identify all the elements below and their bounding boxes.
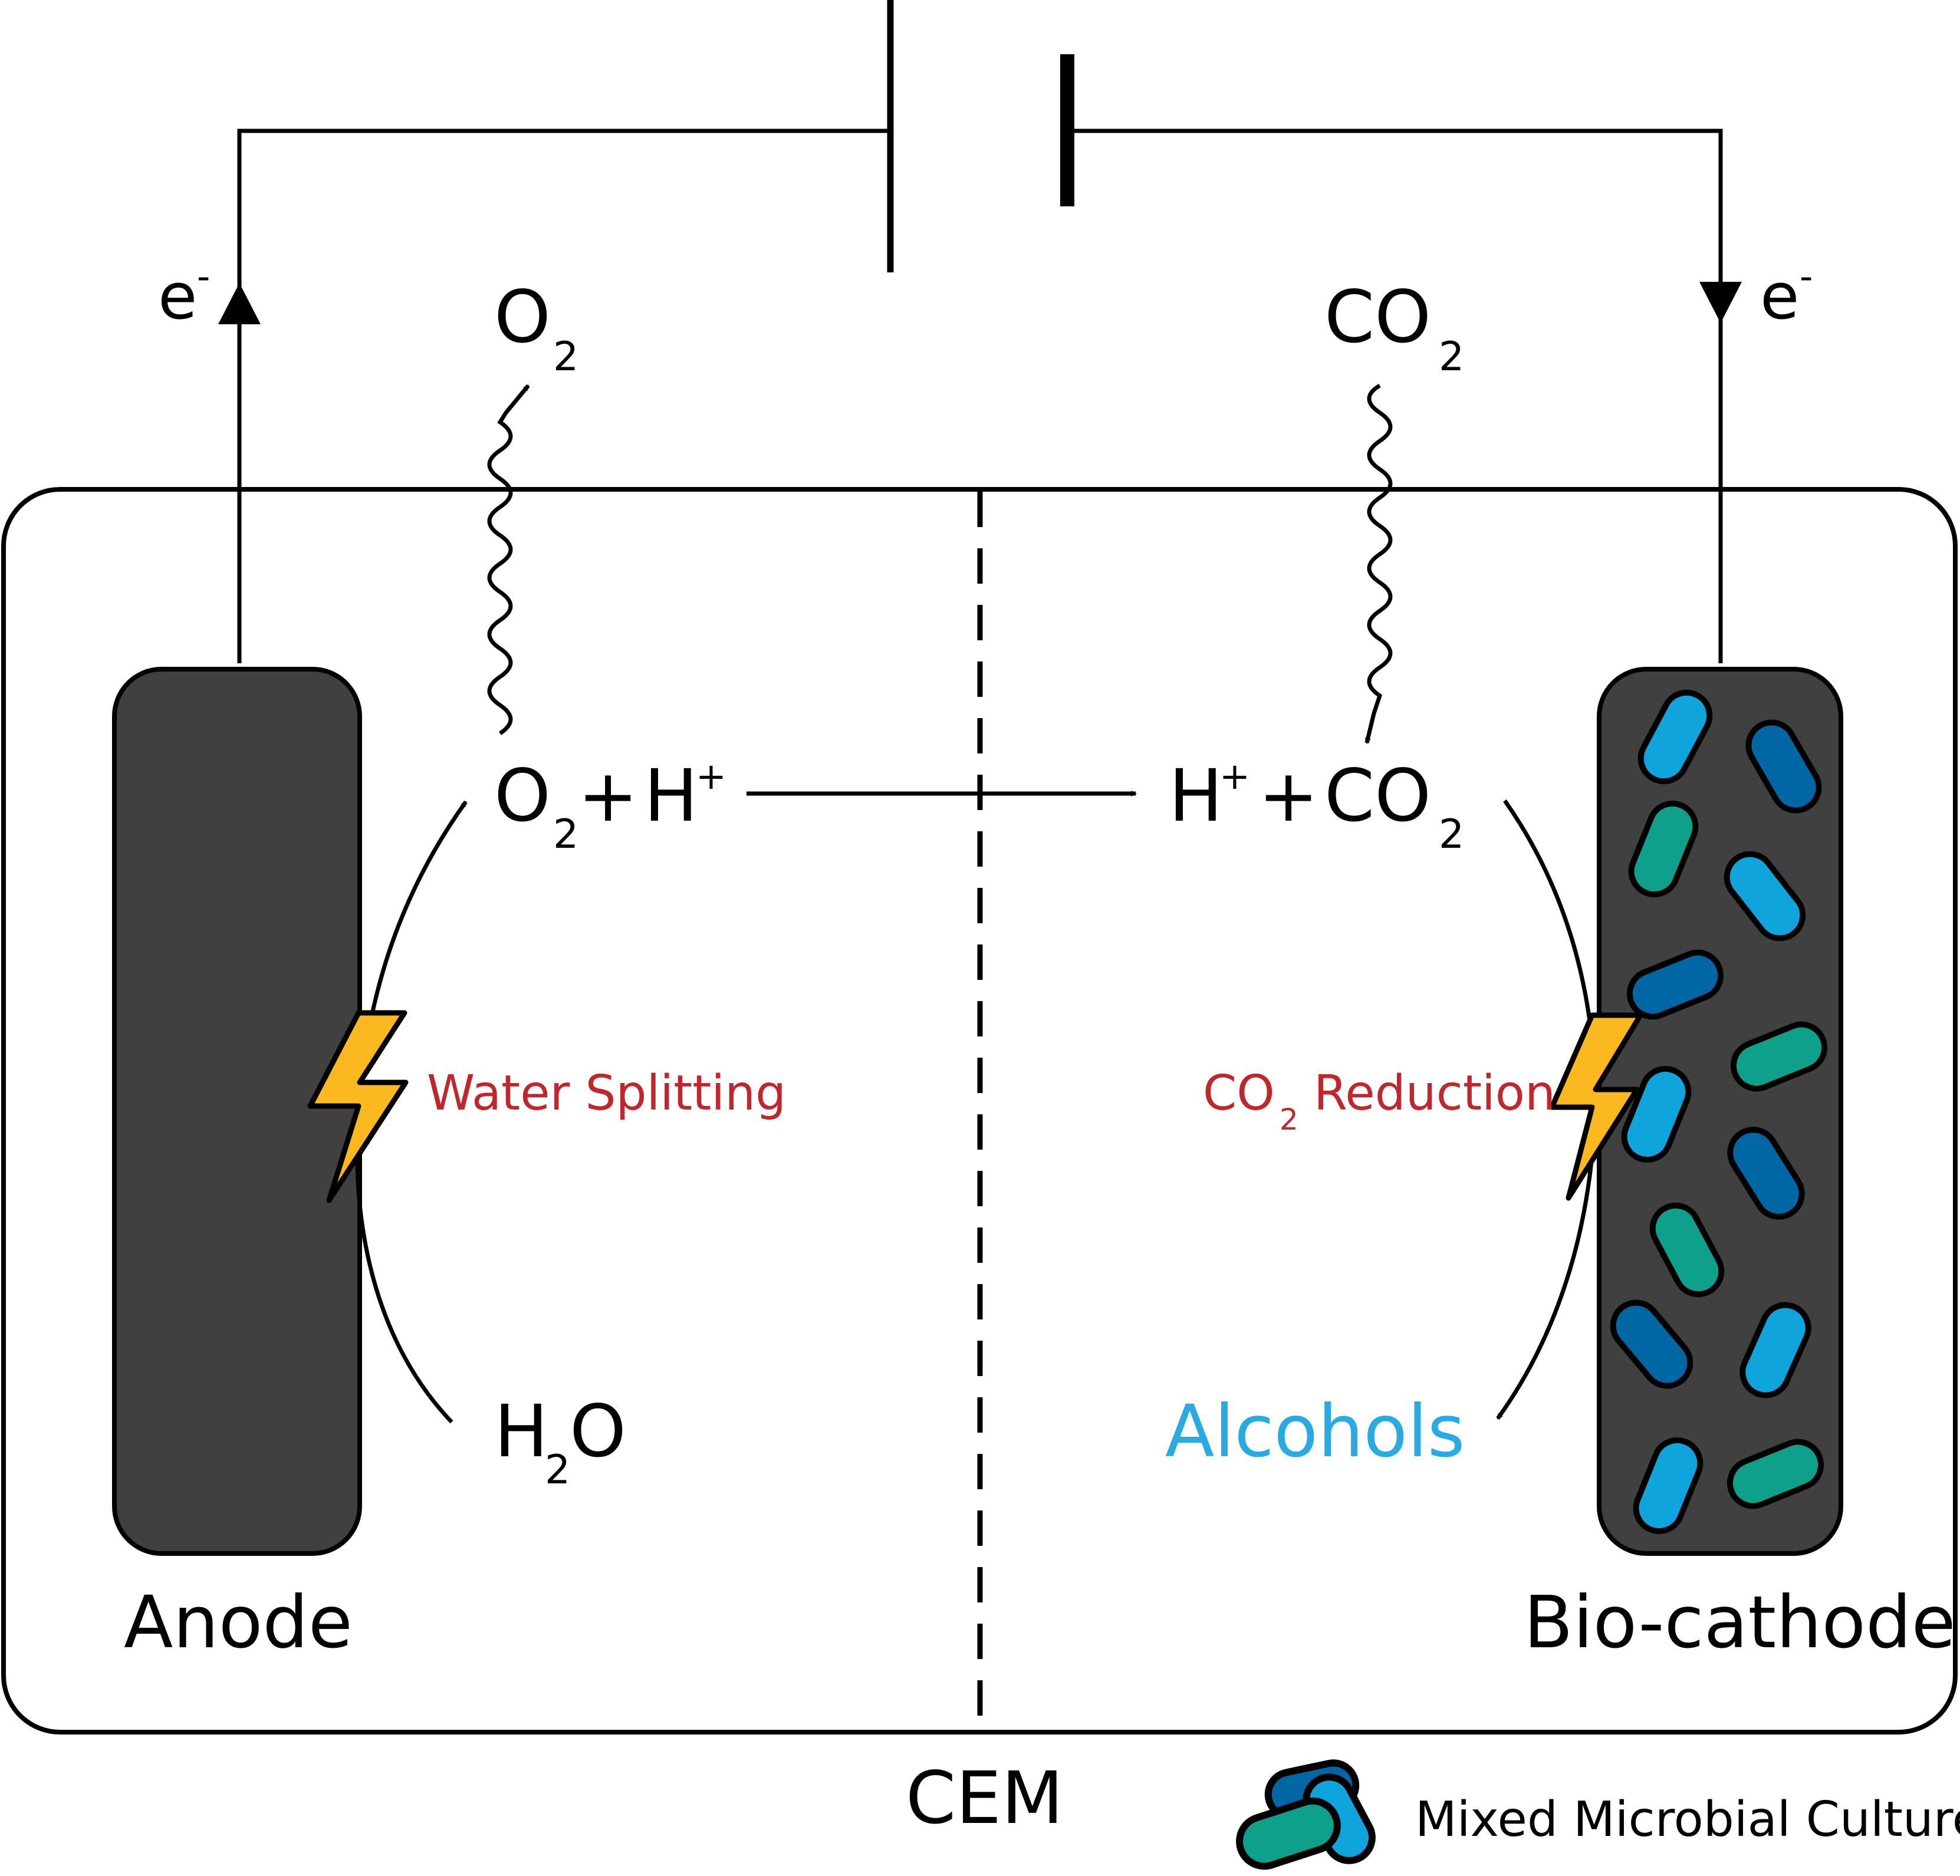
biocathode-label: Bio-cathode (1524, 1581, 1956, 1664)
proton-charge: + (696, 755, 726, 798)
co2-intake-wavy-arrow (1364, 383, 1393, 744)
anode-electron-label: e (158, 260, 197, 334)
legend-label: Mixed Microbial Culture (1415, 1792, 1960, 1848)
lightning-bolt-icon (307, 1010, 409, 1203)
water-splitting-label: Water Splitting (427, 1065, 786, 1121)
o2-product-subscript: 2 (553, 811, 578, 858)
co2-gas-label: CO (1324, 275, 1431, 359)
plus-sign-cathode: + (1258, 754, 1318, 838)
alcohols-label: Alcohols (1165, 1390, 1465, 1473)
microbe (1730, 1021, 1828, 1092)
plus-sign: + (578, 754, 638, 838)
microbe (1727, 1127, 1805, 1220)
cathode-electron-charge: - (1800, 255, 1813, 298)
cathode-electron-label: e (1760, 260, 1799, 334)
o2-gas-subscript: 2 (553, 334, 578, 380)
microbe (1628, 800, 1699, 898)
co2-reduction-label-rest: Reduction (1314, 1065, 1555, 1121)
anode-electron-charge: - (197, 255, 210, 298)
anode-label: Anode (124, 1581, 353, 1664)
microbe (1626, 949, 1724, 1020)
microbe (1739, 1302, 1811, 1398)
reactor-cell (1, 487, 1958, 1735)
proton-label-cathode: H (1169, 754, 1223, 838)
microbe (1724, 851, 1806, 942)
microbe-cluster-icon (1236, 1759, 1376, 1870)
microbe (1649, 1202, 1725, 1298)
electron-flow-down-arrow (1699, 282, 1742, 323)
co2-reactant-label: CO (1324, 754, 1431, 838)
co2-reduction-subscript: 2 (1280, 1102, 1298, 1137)
microbe (1745, 719, 1822, 814)
microbe (1637, 689, 1713, 785)
o2-gas-label: O (494, 275, 551, 359)
microbe (1621, 1065, 1692, 1163)
co2-reduction-label-co: CO (1203, 1065, 1275, 1121)
external-circuit (218, 0, 1742, 663)
biocathode-microbes (1610, 689, 1828, 1535)
microbe (1726, 1439, 1824, 1509)
co2-gas-subscript: 2 (1439, 334, 1464, 380)
o2-product-label: O (494, 754, 551, 838)
electron-flow-up-arrow (218, 283, 261, 324)
proton-label: H (644, 754, 698, 838)
lightning-bolt-icon (1549, 1012, 1643, 1201)
proton-charge-cathode: + (1219, 755, 1250, 798)
anode-electrode (112, 667, 362, 1556)
water-label-o: O (570, 1390, 626, 1473)
water-subscript: 2 (545, 1447, 570, 1493)
microbe (1633, 1437, 1704, 1535)
o2-release-wavy-arrow (487, 384, 530, 735)
co2-reactant-subscript: 2 (1439, 811, 1464, 858)
microbe (1610, 1299, 1693, 1389)
cem-label: CEM (906, 1756, 1064, 1840)
water-label-h: H (494, 1390, 548, 1473)
